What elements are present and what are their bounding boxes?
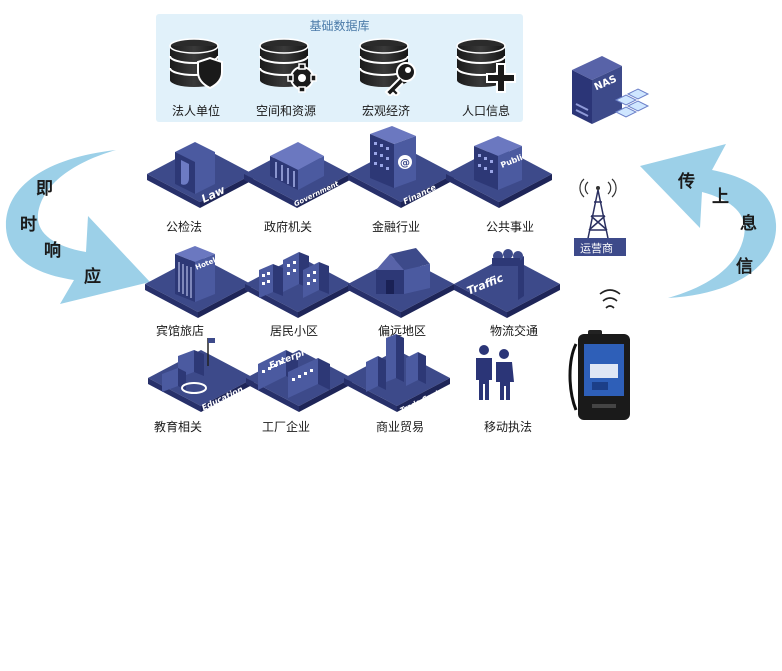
- left-arrow-char-2: 时: [20, 215, 37, 235]
- tile-label: 公检法: [166, 220, 203, 234]
- tile-label: 教育相关: [154, 420, 203, 434]
- house-icon: [348, 248, 454, 318]
- tower-label: 运营商: [580, 242, 613, 255]
- tile-public-security: Law 公检法: [145, 132, 255, 234]
- right-arrow-char-1: 传: [678, 172, 695, 192]
- database-key-icon: [359, 38, 416, 98]
- right-arrow-char-3: 息: [740, 214, 757, 234]
- tile-label: 金融行业: [372, 220, 421, 234]
- police-officers-icon: [476, 345, 514, 400]
- tile-government: Government 政府机关: [242, 132, 352, 234]
- db-label: 人口信息: [461, 104, 510, 118]
- tile-finance: @ Finance 金融行业: [346, 124, 456, 234]
- db-item-population: 人口信息: [446, 34, 526, 119]
- public-building-icon: [446, 136, 552, 208]
- tile-trade: Trade Center 商业贸易: [342, 330, 452, 436]
- tile-label: 工厂企业: [262, 420, 311, 434]
- right-arrow-char-2: 上: [712, 187, 729, 207]
- left-curved-arrow: [5, 150, 150, 304]
- nas-server-icon: [572, 56, 650, 124]
- tile-enterprise: Enterprise 工厂企业: [244, 336, 354, 436]
- database-shield-icon: [169, 38, 223, 90]
- db-item-macro-economy: 宏观经济: [346, 34, 426, 119]
- db-label: 空间和资源: [255, 104, 316, 118]
- tile-label: 偏远地区: [378, 324, 427, 338]
- cell-tower: 运营商: [572, 176, 632, 266]
- left-arrow-char-1: 即: [36, 179, 53, 199]
- tile-mobile-enforcement: 移动执法: [470, 342, 580, 436]
- tile-public-utility: Public 公共事业: [444, 130, 554, 234]
- tile-hotel: Hotel 宾馆旅店: [143, 240, 253, 338]
- law-building-icon: [147, 142, 253, 208]
- tile-residential: 居民小区: [243, 240, 353, 338]
- trade-center-icon: [344, 334, 450, 412]
- education-school-icon: [148, 338, 254, 412]
- right-arrow-char-4: 信: [736, 257, 753, 277]
- traffic-logistics-icon: [454, 249, 560, 318]
- enterprise-factory-icon: [246, 350, 352, 412]
- database-panel: 基础数据库 法人单位 空间和资源: [156, 14, 523, 122]
- nas-server: NAS: [566, 50, 652, 134]
- residential-buildings-icon: [245, 252, 351, 318]
- db-item-legal-entity: 法人单位: [156, 34, 236, 119]
- wireless-signal-icon: [599, 289, 621, 309]
- svg-text:@: @: [400, 158, 410, 169]
- database-gear-icon: [259, 38, 317, 93]
- tile-label: 政府机关: [264, 220, 313, 234]
- db-label: 宏观经济: [361, 104, 410, 118]
- mobile-terminal-icon: [568, 330, 630, 420]
- hotel-building-icon: [145, 246, 251, 318]
- tile-logistics: Traffic 物流交通: [452, 240, 562, 338]
- tile-label: 物流交通: [490, 324, 539, 338]
- tile-label: 居民小区: [270, 324, 319, 338]
- left-arrow-char-3: 响: [44, 241, 61, 261]
- government-building-icon: [244, 142, 350, 208]
- cell-tower-icon: [574, 178, 626, 256]
- db-label: 法人单位: [171, 104, 220, 118]
- database-plus-icon: [456, 38, 516, 93]
- tile-education: Education 教育相关: [146, 336, 256, 436]
- db-item-space-resource: 空间和资源: [246, 34, 326, 119]
- finance-building-icon: @: [348, 126, 454, 208]
- database-title: 基础数据库: [309, 19, 370, 33]
- tile-label: 公共事业: [486, 220, 535, 234]
- tile-label: 宾馆旅店: [156, 324, 205, 338]
- tile-remote-area: 偏远地区: [346, 240, 456, 338]
- right-curved-arrow: [640, 144, 777, 298]
- tile-label: 移动执法: [484, 420, 533, 434]
- tile-label: 商业贸易: [376, 420, 425, 434]
- left-arrow-char-4: 应: [84, 267, 101, 287]
